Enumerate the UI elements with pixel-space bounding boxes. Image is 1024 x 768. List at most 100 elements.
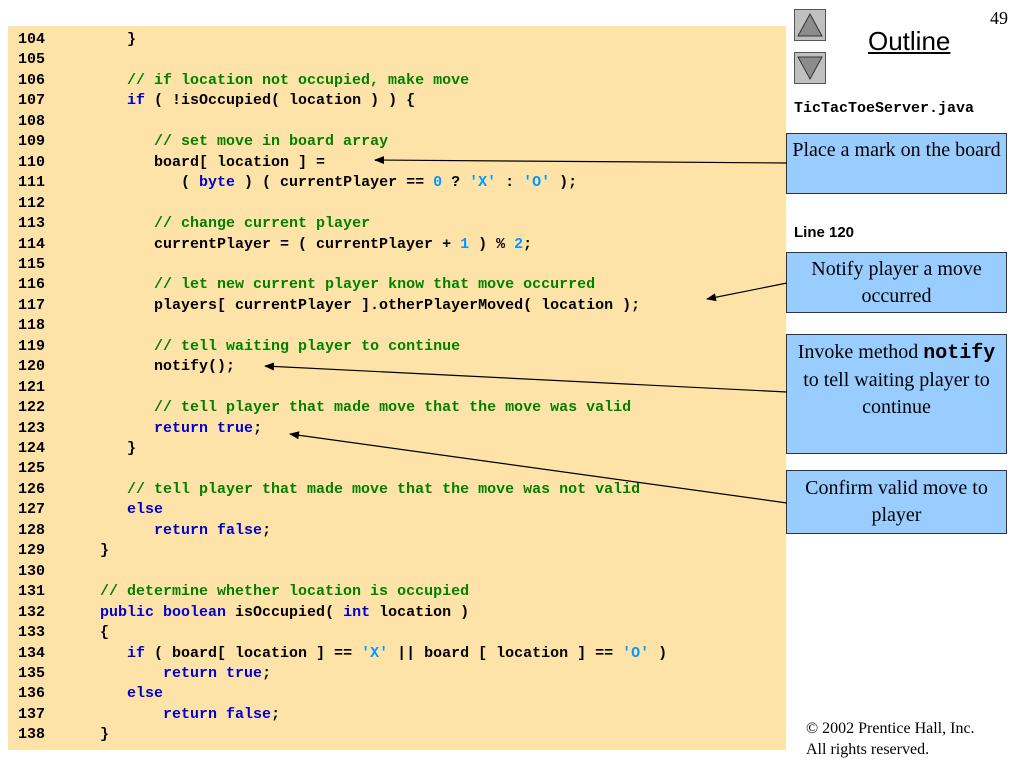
line-number: 127: [18, 501, 46, 519]
code-text: // change current player: [46, 214, 370, 234]
line-number: 138: [18, 726, 46, 744]
code-keyword: if: [127, 92, 146, 110]
code-line-122: 122 // tell player that made move that t…: [8, 398, 786, 418]
code-line-130: 130: [8, 562, 786, 582]
line-number: 105: [18, 51, 46, 69]
line-number: 120: [18, 358, 46, 376]
arrow-to-line-117: [706, 282, 788, 302]
code-comment: // change current player: [154, 215, 371, 233]
code-line-121: 121: [8, 378, 786, 398]
code-text: return true;: [46, 664, 271, 684]
line-number: 124: [18, 440, 46, 457]
code-literal: 0: [433, 174, 443, 192]
code-literal: 2: [514, 235, 524, 253]
code-line-108: 108: [8, 112, 786, 132]
code-token: ( board[ location ] ==: [145, 644, 362, 662]
code-line-115: 115: [8, 255, 786, 275]
code-line-112: 112: [8, 194, 786, 214]
line-number: 104: [18, 31, 46, 48]
line-number: 136: [18, 685, 46, 703]
code-line-107: 107 if ( !isOccupied( location ) ) {: [8, 91, 786, 111]
code-text: if ( !isOccupied( location ) ) {: [46, 91, 415, 111]
code-token: :: [496, 174, 524, 192]
code-text: return false;: [46, 705, 280, 725]
callout-invoke-notify: Invoke method notify to tell waiting pla…: [786, 334, 1007, 454]
code-line-126: 126 // tell player that made move that t…: [8, 480, 786, 500]
code-line-138: 138 }: [8, 725, 786, 745]
line-number: 137: [18, 705, 46, 723]
code-line-125: 125: [8, 459, 786, 479]
line-number: 108: [18, 112, 46, 130]
line-number: 111: [18, 174, 46, 192]
outline-title[interactable]: Outline: [868, 26, 951, 56]
line-number: 123: [18, 419, 46, 437]
code-keyword: byte: [199, 174, 236, 192]
code-text: board[ location ] =: [46, 153, 325, 173]
code-token: players[ currentPlayer ].otherPlayerMove…: [46, 296, 641, 314]
line-number: 119: [18, 337, 46, 355]
line-number: 130: [18, 562, 46, 580]
code-line-105: 105: [8, 50, 786, 70]
code-text: // tell player that made move that the m…: [46, 398, 631, 418]
code-line-127: 127 else: [8, 500, 786, 520]
code-token: currentPlayer = ( currentPlayer +: [46, 235, 461, 253]
code-line-128: 128 return false;: [8, 521, 786, 541]
code-line-117: 117 players[ currentPlayer ].otherPlayer…: [8, 296, 786, 316]
line-number: 112: [18, 194, 46, 212]
code-text: // determine whether location is occupie…: [46, 582, 469, 602]
code-token: board[ location ] =: [46, 153, 326, 171]
code-text: }: [46, 30, 136, 50]
code-line-137: 137 return false;: [8, 705, 786, 725]
code-text: }: [46, 725, 109, 745]
copyright-line-1: © 2002 Prentice Hall, Inc.: [806, 720, 975, 737]
line-number: 132: [18, 603, 46, 621]
code-text: {: [46, 623, 109, 643]
arrow-to-line-110: [374, 156, 788, 165]
line-number: 135: [18, 664, 46, 682]
code-text: // let new current player know that move…: [46, 275, 595, 295]
line-number: 122: [18, 399, 46, 417]
code-text: return false;: [46, 521, 271, 541]
code-token: }: [46, 542, 110, 560]
line-number: 114: [18, 235, 46, 253]
line-number: 133: [18, 624, 46, 642]
code-comment: // let new current player know that move…: [154, 276, 596, 294]
code-line-134: 134 if ( board[ location ] == 'X' || boa…: [8, 644, 786, 664]
next-slide-button[interactable]: [794, 52, 826, 84]
code-text: // tell player that made move that the m…: [46, 480, 640, 500]
code-token: ) %: [469, 235, 515, 253]
line-number: 134: [18, 644, 46, 662]
line-number: 128: [18, 521, 46, 539]
triangle-up-icon: [797, 12, 823, 37]
code-token: ;: [262, 664, 272, 682]
code-token: || board [ location ] ==: [388, 644, 623, 662]
code-line-131: 131 // determine whether location is occ…: [8, 582, 786, 602]
code-line-113: 113 // change current player: [8, 214, 786, 234]
code-token: location ): [370, 603, 470, 621]
callout-place-mark: Place a mark on the board: [786, 133, 1007, 194]
code-text: currentPlayer = ( currentPlayer + 1 ) % …: [46, 235, 532, 255]
code-token: ( !isOccupied( location ) ) {: [145, 92, 416, 110]
code-text: else: [46, 684, 163, 704]
previous-slide-button[interactable]: [794, 9, 826, 41]
triangle-down-icon: [797, 56, 823, 81]
code-line-136: 136 else: [8, 684, 786, 704]
code-token: }: [46, 726, 110, 744]
code-token: );: [550, 174, 578, 192]
code-line-116: 116 // let new current player know that …: [8, 275, 786, 295]
line-number: 118: [18, 317, 46, 335]
code-line-109: 109 // set move in board array: [8, 132, 786, 152]
code-literal: 1: [460, 235, 470, 253]
callout-invoke-prefix: Invoke method: [797, 341, 919, 363]
code-token: ;: [523, 235, 533, 253]
code-line-135: 135 return true;: [8, 664, 786, 684]
code-text: // set move in board array: [46, 132, 388, 152]
code-keyword: else: [127, 501, 164, 519]
code-token: ?: [442, 174, 470, 192]
code-keyword: else: [127, 685, 164, 703]
code-token: {: [46, 624, 110, 642]
code-line-106: 106 // if location not occupied, make mo…: [8, 71, 786, 91]
code-token: ;: [262, 521, 272, 539]
